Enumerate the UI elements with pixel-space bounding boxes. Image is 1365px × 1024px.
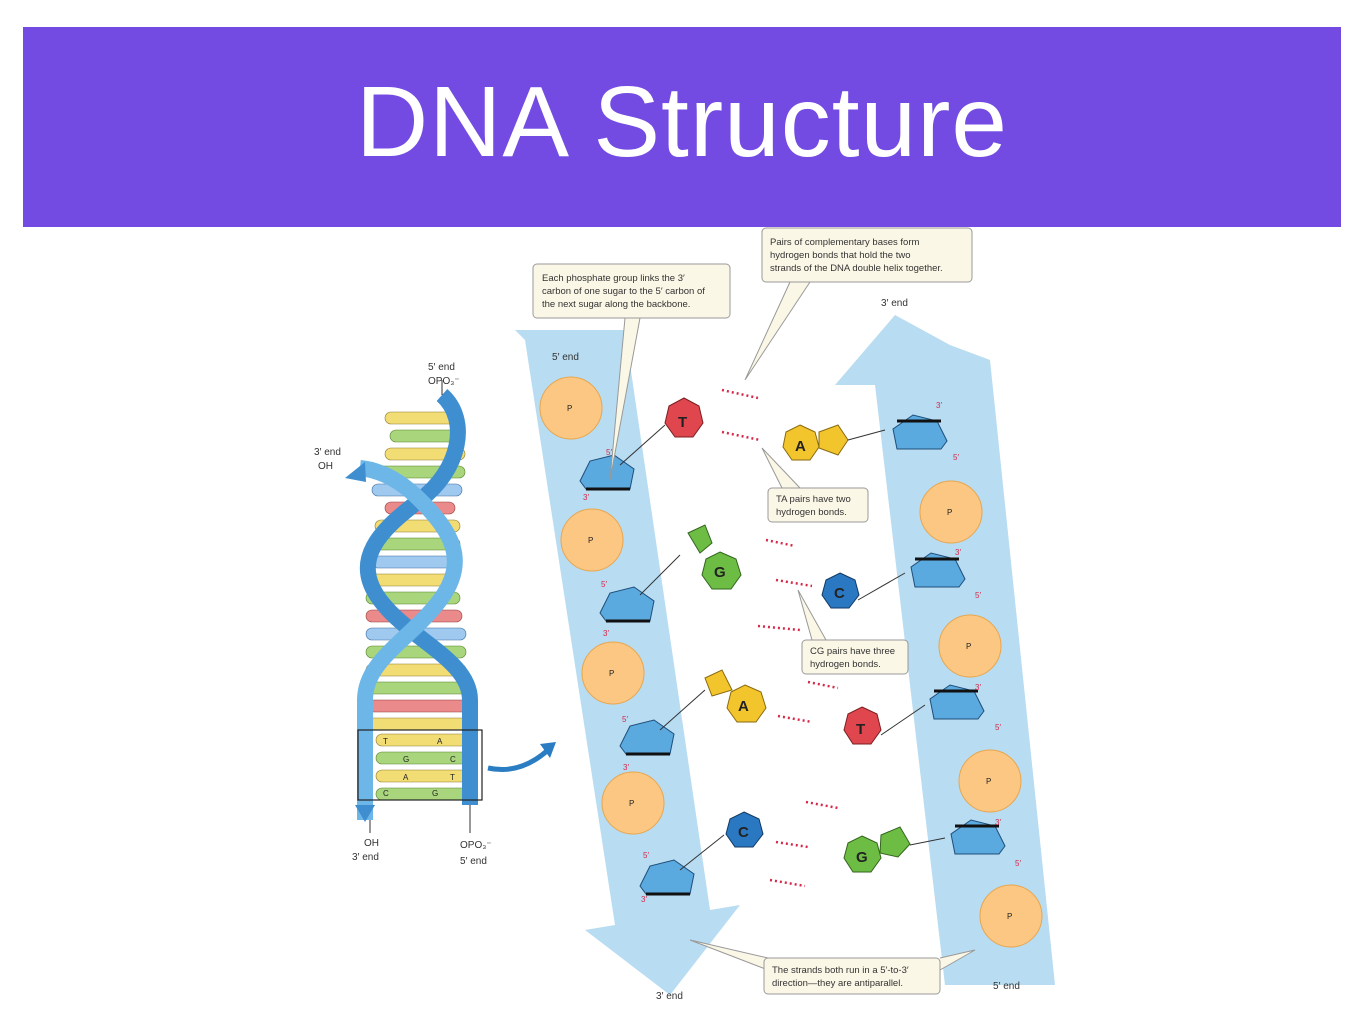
helix-inset-box [357,729,483,801]
inset-base-1-left: T [383,737,388,746]
base-label: A [738,698,749,715]
inset-base-4-left: C [383,789,389,798]
base-thymine [664,397,704,438]
svg-text:5′: 5′ [606,448,612,457]
phosphate-label: P [947,508,952,517]
right-strand-bottom-label: 5′ end [993,981,1020,992]
helix-top-right-label: 5′ end [428,362,455,373]
inset-base-3-right: T [450,773,455,782]
phosphate-label: P [986,777,991,786]
helix-bottom-arrow [355,805,375,822]
svg-text:Pairs of complementary bases f: Pairs of complementary bases form [770,237,920,248]
title-bar: DNA Structure [23,27,1341,227]
svg-text:5′: 5′ [1015,859,1021,868]
right-strand-top-label: 3′ end [881,298,908,309]
svg-text:3′: 3′ [583,493,589,502]
svg-text:3′: 3′ [995,818,1001,827]
base-label: G [856,849,868,866]
svg-text:5′: 5′ [601,580,607,589]
svg-text:5′: 5′ [953,453,959,462]
inset-base-2-right: C [450,755,456,764]
base-cytosine [821,572,860,609]
svg-text:Each phosphate group links the: Each phosphate group links the 3′ [542,273,685,284]
helix-top-left-label: 3′ end [314,447,341,458]
svg-text:TA pairs have two: TA pairs have two [776,494,851,505]
base-thymine [843,706,882,745]
left-strand-top-label: 5′ end [552,352,579,363]
inset-base-4-right: G [432,789,438,798]
base-label: C [834,585,845,602]
inset-base-2-left: G [403,755,409,764]
callout-ta-pairs: TA pairs have two hydrogen bonds. [761,447,869,523]
helix-bottom-left-label: 3′ end [352,852,379,863]
svg-text:the next sugar along the backb: the next sugar along the backbone. [542,299,690,310]
svg-text:3′: 3′ [936,401,942,410]
base-pairs: T A G C A T C G [619,388,946,888]
helix-top-left-group: OH [318,461,333,472]
callout-antiparallel: The strands both run in a 5′-to-3′ direc… [689,939,976,995]
inset-base-1-right: A [437,737,443,746]
base-label: C [738,824,749,841]
svg-text:3′: 3′ [641,895,647,904]
svg-text:5′: 5′ [975,591,981,600]
prime-labels: 5′ 3′ 5′ 3′ 5′ 3′ 5′ 3′ 3′ 5′ 3′ 5′ 3′ 5… [583,401,1021,904]
phosphate-label: P [609,669,614,678]
callout-cg-pairs: CG pairs have three hydrogen bonds. [797,589,909,675]
phosphate-label: P [966,642,971,651]
base-label: T [678,414,687,431]
svg-text:CG pairs have three: CG pairs have three [810,646,895,657]
zoom-arrow [487,748,550,773]
callout-phosphate-link: Each phosphate group links the 3′ carbon… [532,263,731,481]
base-guanine [843,835,882,873]
phosphate-groups: P P P P P P P P [539,376,1043,948]
left-strand-bottom-label: 3′ end [656,991,683,1002]
helix-backbone-2 [357,460,463,820]
double-helix: T A G C A T C G 5′ end OPO₃⁻ 3′ end OH O… [314,362,556,867]
helix-top-right-group: OPO₃⁻ [428,376,460,387]
phosphate-label: P [567,404,572,413]
phosphate-label: P [629,799,634,808]
svg-text:5′: 5′ [643,851,649,860]
svg-text:3′: 3′ [623,763,629,772]
base-label: A [795,438,806,455]
phosphate-label: P [1007,912,1012,921]
svg-text:hydrogen bonds that hold the t: hydrogen bonds that hold the two [770,250,911,261]
helix-bottom-right-group: OPO₃⁻ [460,840,492,851]
helix-bottom-left-group: OH [364,838,379,849]
helix-bottom-right-label: 5′ end [460,856,487,867]
base-label: T [856,721,865,738]
svg-text:hydrogen bonds.: hydrogen bonds. [810,659,881,670]
svg-text:3′: 3′ [603,629,609,638]
svg-text:hydrogen bonds.: hydrogen bonds. [776,507,847,518]
svg-text:strands of the DNA double heli: strands of the DNA double helix together… [770,263,943,274]
base-cytosine [725,811,764,848]
svg-text:3′: 3′ [955,548,961,557]
base-guanine [701,551,742,590]
svg-text:3′: 3′ [975,683,981,692]
svg-text:The strands both run in a 5′-t: The strands both run in a 5′-to-3′ [772,965,909,976]
base-label: G [714,564,726,581]
helix-top-arrow [345,462,366,482]
base-adenine [726,684,767,723]
phosphate-label: P [588,536,593,545]
helix-backbone-1 [359,389,478,805]
base-adenine [782,424,820,461]
callout-complementary: Pairs of complementary bases form hydrog… [744,227,973,381]
page-title: DNA Structure [355,65,1009,178]
svg-text:carbon of one sugar to the 5′: carbon of one sugar to the 5′ carbon of [542,286,705,297]
svg-text:5′: 5′ [995,723,1001,732]
inset-base-3-left: A [403,773,409,782]
svg-text:direction—they are antiparalle: direction—they are antiparallel. [772,978,903,989]
svg-text:5′: 5′ [622,715,628,724]
